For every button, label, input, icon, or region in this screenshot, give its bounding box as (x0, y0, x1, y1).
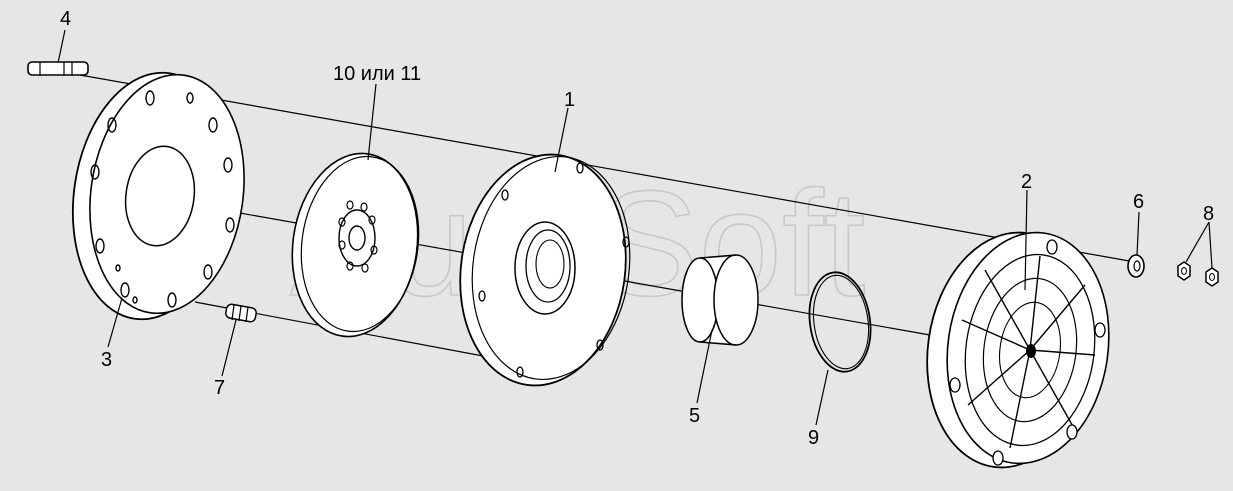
callout-10-11: 10 или 11 (333, 63, 421, 85)
friction-disk-part-10-11 (291, 152, 420, 338)
flange-disk-part-3 (71, 71, 245, 321)
callout-2: 2 (1021, 171, 1032, 193)
callout-6: 6 (1133, 191, 1144, 213)
washer-part-6 (1127, 254, 1145, 278)
callout-7: 7 (214, 377, 225, 399)
callout-8: 8 (1203, 203, 1214, 225)
callout-9: 9 (808, 427, 819, 449)
nuts-part-8 (1177, 261, 1219, 287)
callout-1: 1 (564, 89, 575, 111)
callout-3: 3 (101, 349, 112, 371)
leader-lines (57, 29, 1213, 426)
callout-5: 5 (689, 405, 700, 427)
callout-labels: 4 10 или 11 1 2 6 8 3 7 5 9 (60, 8, 1214, 449)
cover-part-2 (926, 231, 1110, 469)
o-ring-part-9 (808, 271, 872, 373)
bolt-part-4 (27, 61, 89, 76)
hub-cylinder-part-5 (681, 254, 759, 346)
pressure-plate-part-1 (459, 153, 631, 387)
callout-4: 4 (60, 8, 71, 30)
spring-part-7 (225, 303, 257, 323)
